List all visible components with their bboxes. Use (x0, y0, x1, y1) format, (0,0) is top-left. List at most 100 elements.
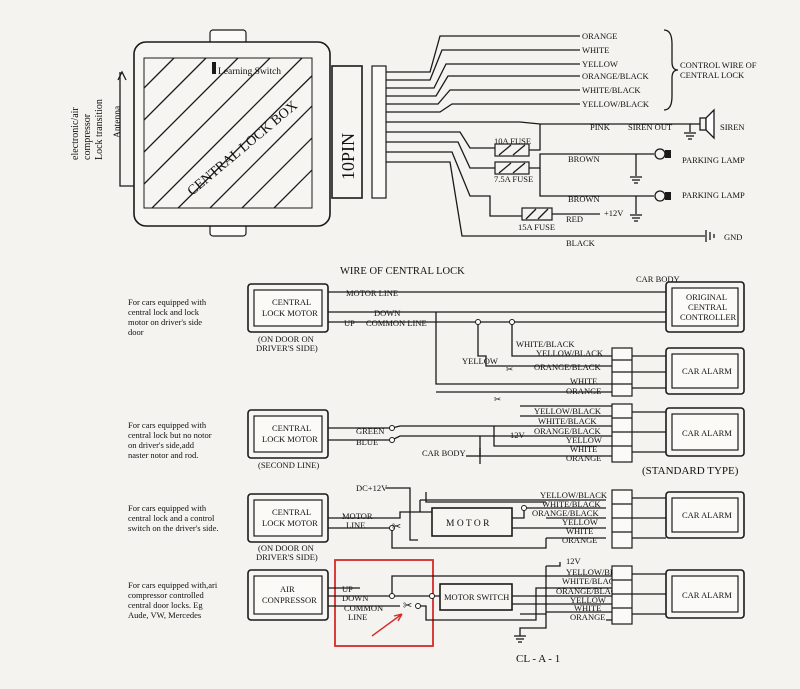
section4-car-alarm: CAR ALARM (682, 590, 732, 600)
section2-alarm-wire-5: WHITE (570, 444, 597, 454)
parking-lamp-2-label: PARKING LAMP (682, 190, 745, 200)
learning-switch-label: Learning Switch (218, 67, 281, 77)
wire-yellow-black: YELLOW/BLACK (582, 99, 650, 109)
section3-motor-label-1: CENTRAL (272, 507, 311, 517)
wire-orange: ORANGE (582, 31, 617, 41)
siren-icon (705, 108, 715, 140)
section2-car-body: CAR BODY (422, 448, 466, 458)
section1-alarm-wire-3: WHITE (570, 376, 597, 386)
section4-up: UP (342, 584, 353, 594)
section1-alarm-inner (671, 353, 739, 389)
section1-motor-note-2: DRIVER'S SIDE) (256, 343, 318, 353)
top-section: electronic/air compressor Lock transitio… (70, 29, 757, 248)
section2-desc-3: on driver's side,add (128, 440, 195, 450)
section3-desc-3: switch on the driver's side. (128, 523, 219, 533)
parking-lamp-1-socket (665, 150, 671, 158)
wire-yellow: YELLOW (582, 59, 618, 69)
section2-blue: BLUE (356, 437, 378, 447)
section3-motor-line-1: MOTOR (342, 511, 373, 521)
section3-scissors-icon: ✂ (392, 521, 401, 533)
section2-car-alarm: CAR ALARM (682, 428, 732, 438)
section1-node-2 (509, 319, 515, 325)
pin-header (331, 65, 363, 199)
wire-orange-black: ORANGE/BLACK (582, 71, 649, 81)
section3-car-alarm: CAR ALARM (682, 510, 732, 520)
section1-white-black: WHITE/BLACK (516, 339, 575, 349)
antenna-label: Antenna (113, 105, 123, 138)
section4-motor-switch: MOTOR SWITCH (444, 592, 509, 602)
section2-12v: 12V (510, 430, 526, 440)
section2-desc-2: central lock but no notor (128, 430, 212, 440)
section3-connector (611, 489, 633, 549)
siren-out-label: SIREN OUT (628, 122, 673, 132)
pin-label: 10PIN (338, 133, 358, 180)
section3-motor-line-2: LINE (346, 520, 365, 530)
section4-alarm-wire-3: ORANGE/BLACK (556, 586, 623, 596)
section4-desc-4: Aude, VW, Mercedes (128, 610, 201, 620)
section4-common: COMMON (344, 603, 383, 613)
parking-lamp-2-icon (654, 190, 666, 202)
section3-dc12v: DC+12V (356, 483, 388, 493)
section3-desc-1: For cars equipped with (128, 503, 207, 513)
section4-motor-switch-box (439, 583, 513, 611)
wire-white: WHITE (582, 45, 609, 55)
section1-motor-note-1: (ON DOOR ON (258, 334, 314, 344)
section3-motor-label-2: LOCK MOTOR (262, 518, 318, 528)
section3-motor-note-1: (ON DOOR ON (258, 543, 314, 553)
section1-car-alarm: CAR ALARM (682, 366, 732, 376)
section2-alarm-wire-6: ORANGE (566, 453, 601, 463)
side-label-line-3: Lock transition (94, 99, 105, 160)
section1-yellow: YELLOW (462, 356, 498, 366)
section2-alarm-wire-4: YELLOW (566, 435, 602, 445)
highlight-arrowhead (393, 613, 403, 622)
section1-common-line-label: COMMON LINE (366, 318, 427, 328)
section4-down: DOWN (342, 593, 368, 603)
antenna-tip (117, 70, 127, 81)
section3-alarm-wire-6: ORANGE (562, 535, 597, 545)
section3-motor-label: M O T O R (446, 519, 490, 529)
section4-alarm-wire-1: YELLOW/BLACK (566, 567, 634, 577)
section1-alarm-wire-4: ORANGE (566, 386, 601, 396)
section4-desc-1: For cars equipped with,ari (128, 580, 218, 590)
siren-body (699, 117, 707, 131)
section1-node-1 (475, 319, 481, 325)
section3-motor-unit (431, 507, 513, 537)
section1-desc-4: door (128, 327, 144, 337)
section3-alarm-wire-5: WHITE (566, 526, 593, 536)
section1-scissors-icon: ✂ (506, 364, 514, 374)
section2-alarm-wire-3: ORANGE/BLACK (534, 426, 601, 436)
control-wire-brace (663, 29, 679, 111)
highlight-box (334, 559, 434, 647)
section3-motor-inner (253, 499, 323, 537)
section4-alarm-inner (671, 575, 739, 613)
section4-alarm-wire-2: WHITE/BLACK (562, 576, 621, 586)
box-hatch (144, 58, 312, 208)
section4-desc-2: compressor controlled (128, 590, 205, 600)
section2-second-line: (SECOND LINE) (258, 460, 319, 470)
plus12v-label: +12V (604, 208, 624, 218)
parking-lamp-1-label: PARKING LAMP (682, 155, 745, 165)
fuse-10a-label: 10A FUSE (494, 136, 531, 146)
section2-motor-label-2: LOCK MOTOR (262, 434, 318, 444)
section1-motor-label-1: CENTRAL (272, 297, 311, 307)
section4-compressor-inner (253, 575, 323, 615)
section4-connector (611, 565, 633, 625)
section1-title: WIRE OF CENTRAL LOCK (340, 266, 465, 277)
section1-up-label: UP (344, 318, 355, 328)
section4-desc-3: central door locks. Eg (128, 600, 203, 610)
section1-car-body: CAR BODY (636, 274, 680, 284)
section3-motor-note-2: DRIVER'S SIDE) (256, 552, 318, 562)
parking-lamp-2-socket (665, 192, 671, 200)
control-wire-note-2: CENTRAL LOCK (680, 70, 745, 80)
learning-switch-marker (212, 62, 216, 74)
section1-down-label: DOWN (374, 308, 400, 318)
pink-label: PINK (590, 122, 611, 132)
section3-desc-2: central lock and a control (128, 513, 215, 523)
section1-alarm-wire-1: YELLOW/BLACK (536, 348, 604, 358)
section-4: For cars equipped with,ari compressor co… (128, 556, 745, 647)
section2-connector (611, 403, 633, 463)
section1-desc-1: For cars equipped with (128, 297, 207, 307)
brown-label-1: BROWN (568, 154, 600, 164)
section4-alarm-wire-6: ORANGE (570, 612, 605, 622)
